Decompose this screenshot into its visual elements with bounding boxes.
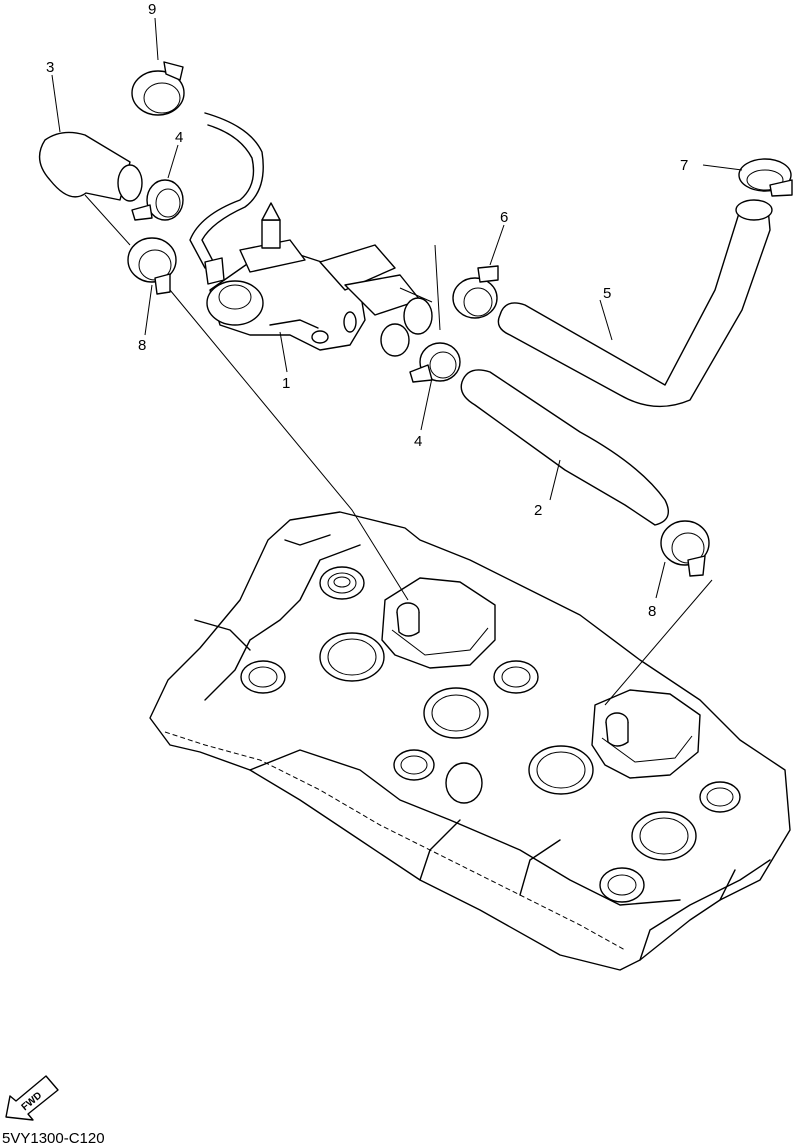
callout-4-upper: 4 bbox=[175, 129, 183, 146]
clamp-6 bbox=[452, 265, 499, 319]
hose-2 bbox=[460, 369, 669, 526]
clamp-4-upper bbox=[131, 179, 184, 221]
cylinder-head-cover bbox=[149, 511, 791, 971]
clamp-4-lower bbox=[409, 342, 461, 383]
callout-8-right: 8 bbox=[648, 603, 656, 620]
callout-7: 7 bbox=[680, 157, 688, 174]
callout-1: 1 bbox=[282, 375, 290, 392]
clamp-7 bbox=[738, 158, 793, 197]
clamp-8-right bbox=[660, 520, 710, 577]
callout-4-lower: 4 bbox=[414, 433, 422, 450]
callout-6: 6 bbox=[500, 209, 508, 226]
leader-lines bbox=[51, 17, 743, 706]
fwd-arrow: FWD bbox=[5, 1075, 59, 1121]
callout-3: 3 bbox=[46, 59, 54, 76]
callout-2: 2 bbox=[534, 502, 542, 519]
diagram-code: 5VY1300-C120 bbox=[2, 1130, 105, 1147]
clamp-9 bbox=[131, 61, 185, 116]
hose-3 bbox=[38, 131, 143, 202]
air-induction-valve bbox=[206, 202, 433, 357]
callout-labels: 9 3 4 7 6 5 8 1 4 2 8 bbox=[46, 1, 688, 620]
wire-harness bbox=[189, 112, 264, 285]
callout-5: 5 bbox=[603, 285, 611, 302]
hose-5 bbox=[497, 199, 773, 408]
clamp-8-left bbox=[127, 237, 177, 295]
callout-9: 9 bbox=[148, 1, 156, 18]
callout-8-left: 8 bbox=[138, 337, 146, 354]
